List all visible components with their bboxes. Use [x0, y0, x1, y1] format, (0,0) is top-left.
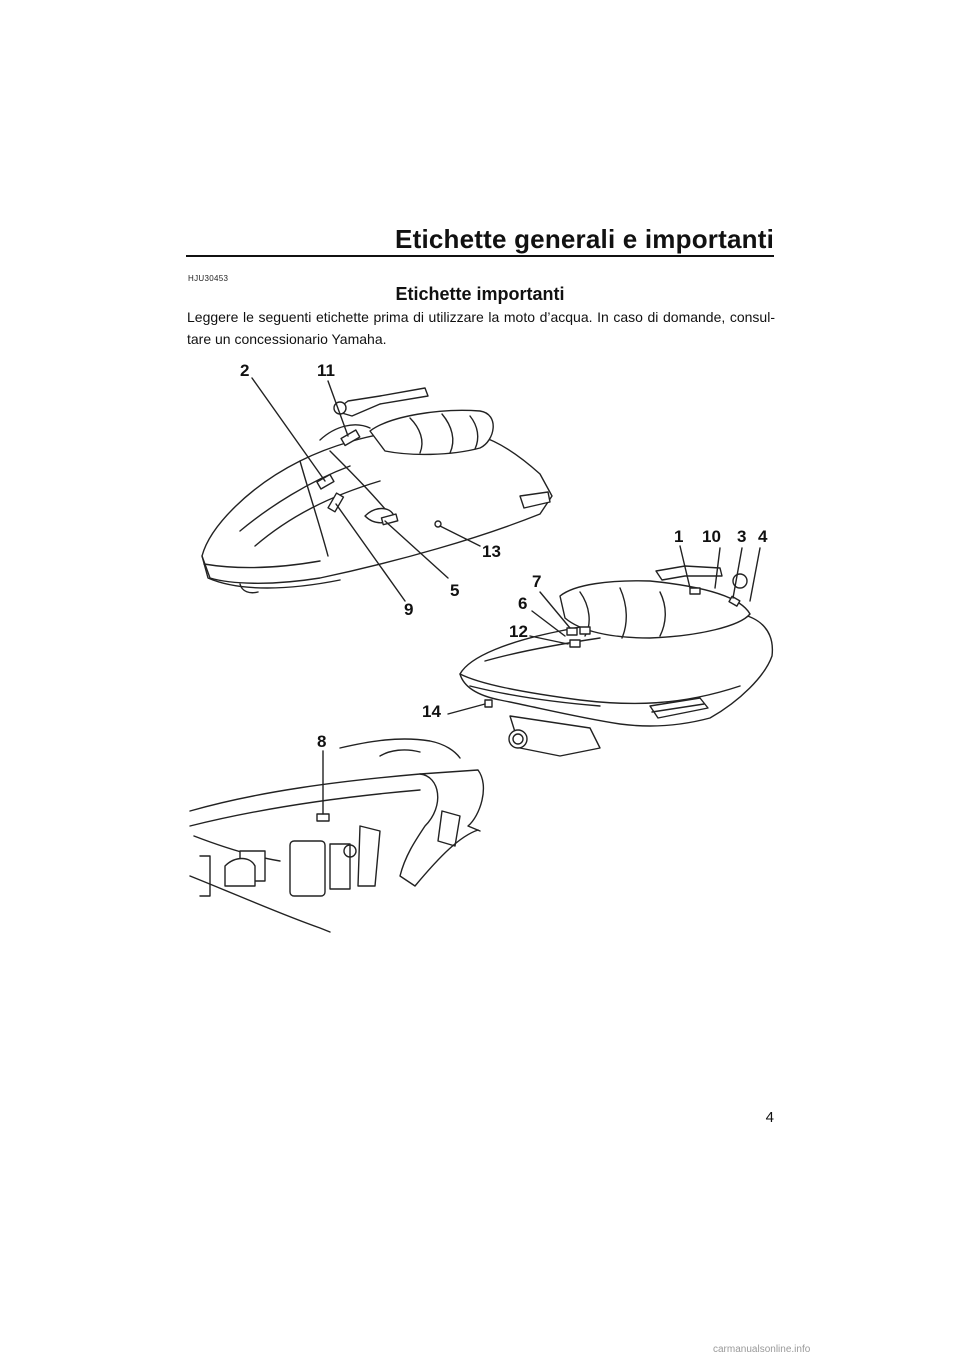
page-number: 4	[765, 1109, 774, 1126]
section-title: Etichette importanti	[395, 284, 565, 304]
callout-2: 2	[240, 361, 250, 380]
callout-9: 9	[404, 600, 414, 619]
page-header-title: Etichette generali e importanti	[395, 224, 774, 254]
watercraft-illustration	[189, 377, 774, 933]
watercraft-front-view	[201, 377, 553, 602]
callout-7: 7	[532, 572, 542, 591]
label-location-figure: 2 11 13 5 9 1 10 3 4 7 6 12 14 8	[180, 356, 800, 942]
callout-1: 1	[674, 527, 684, 546]
callout-4: 4	[758, 527, 768, 546]
header-rule	[186, 255, 774, 257]
callout-11: 11	[317, 361, 335, 380]
engine-compartment-view	[189, 738, 485, 933]
callout-6: 6	[518, 594, 528, 613]
callout-8: 8	[317, 732, 327, 751]
watercraft-rear-view	[447, 545, 774, 757]
callout-13: 13	[482, 542, 501, 561]
callout-5: 5	[450, 581, 460, 600]
callout-12: 12	[509, 622, 528, 641]
section-body-text: Leggere le seguenti etichette prima di u…	[187, 309, 775, 347]
callout-14: 14	[422, 702, 441, 721]
callout-3: 3	[737, 527, 747, 546]
section-code: HJU30453	[188, 274, 229, 283]
callout-10: 10	[702, 527, 721, 546]
watermark: carmanualsonline.info	[713, 1344, 811, 1355]
